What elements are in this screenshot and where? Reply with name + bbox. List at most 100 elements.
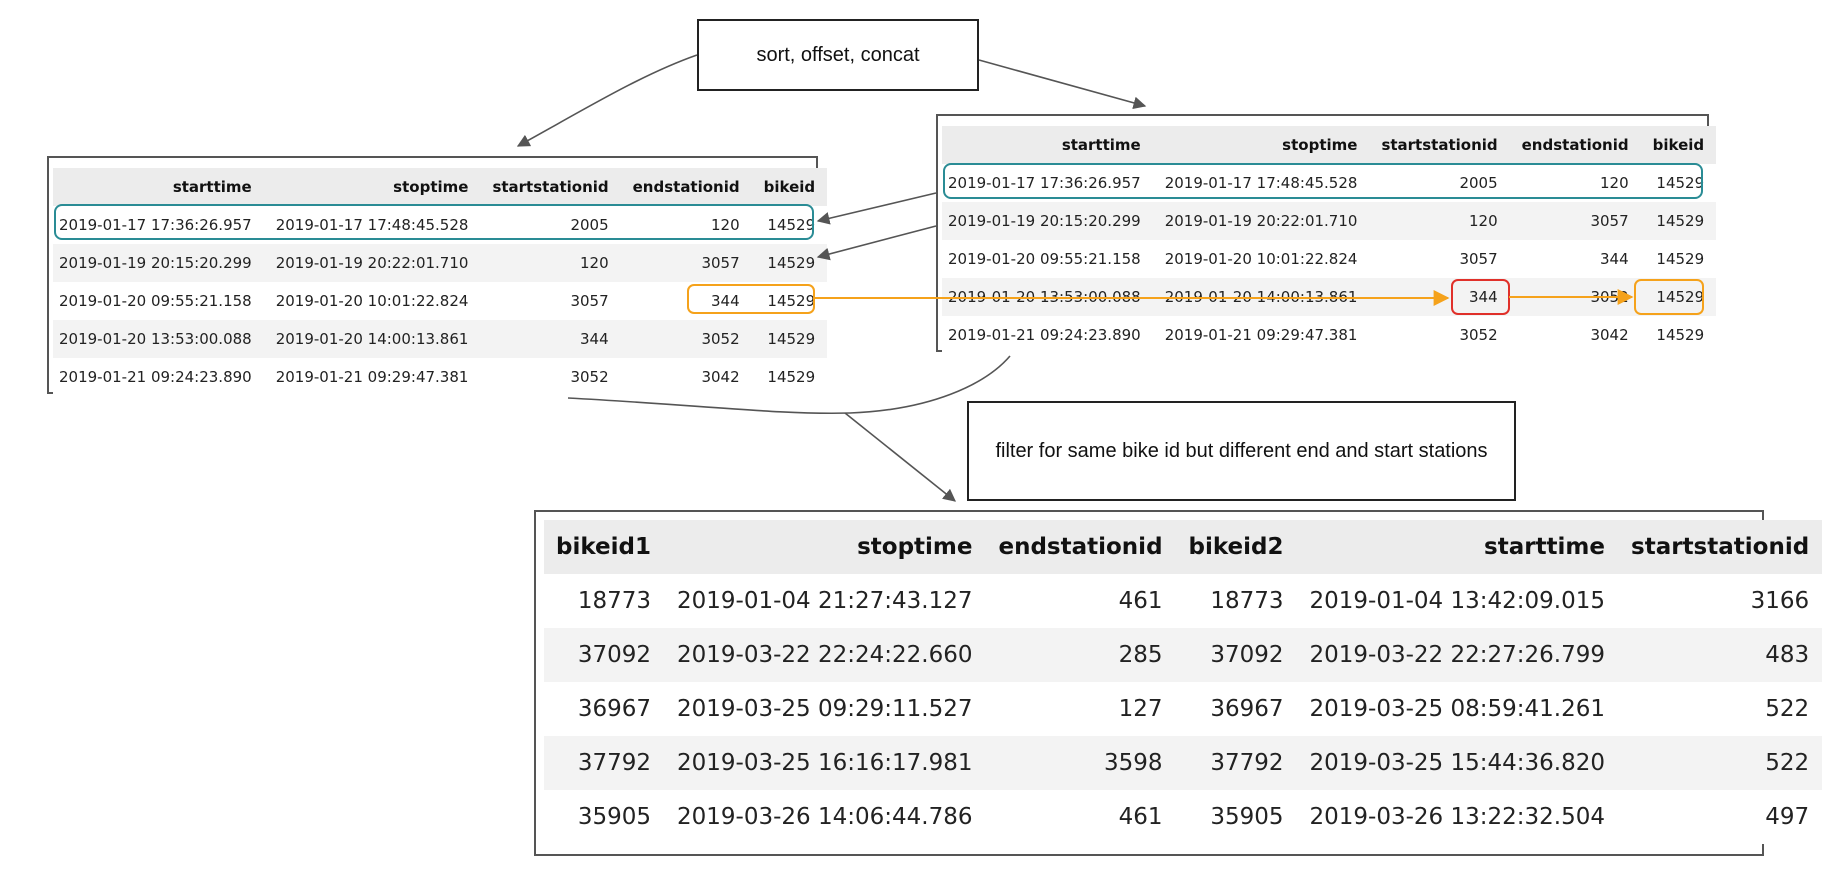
table-cell: 2019-01-19 20:22:01.710 — [275, 254, 469, 272]
table-cell: 2019-03-25 16:16:17.981 — [676, 750, 973, 776]
table-cell: 2019-01-20 13:53:00.088 — [948, 288, 1141, 306]
table-cell: 2019-01-21 09:29:47.381 — [1164, 326, 1358, 344]
table-cell: 344 — [1599, 250, 1629, 268]
column-header: bikeid1 — [556, 534, 651, 560]
table-cell: 3052 — [570, 368, 609, 386]
table-cell: 2019-01-19 20:15:20.299 — [59, 254, 252, 272]
table-cell: 497 — [1765, 804, 1810, 830]
column-header: bikeid — [763, 178, 816, 196]
arrow-concat-to-result — [844, 412, 956, 502]
table-cell: 2019-01-04 13:42:09.015 — [1309, 588, 1606, 614]
table-cell: 36967 — [1210, 696, 1284, 722]
table-cell: 285 — [1118, 642, 1163, 668]
table-cell: 2019-01-17 17:36:26.957 — [59, 216, 252, 234]
table-cell: 3042 — [1590, 326, 1629, 344]
table-cell: 2019-03-26 14:06:44.786 — [676, 804, 973, 830]
table-cell: 18773 — [1210, 588, 1284, 614]
table-row: 2019-01-19 20:15:20.299 2019-01-19 20:22… — [53, 244, 828, 282]
table-cell: 2019-01-17 17:48:45.528 — [275, 216, 469, 234]
table-cell: 2019-01-20 10:01:22.824 — [275, 292, 469, 310]
table-cell: 14529 — [1656, 288, 1705, 306]
column-header: stoptime — [857, 534, 973, 560]
table-cell: 18773 — [577, 588, 651, 614]
table-row: 18773 2019-01-04 21:27:43.127 461 18773 … — [544, 574, 1822, 628]
table-cell: 127 — [1118, 696, 1163, 722]
table-cell: 14529 — [767, 254, 816, 272]
table-header-row: bikeid1 stoptime endstationid bikeid2 st… — [544, 520, 1822, 574]
right-table: starttime stoptime startstationid endsta… — [942, 126, 1717, 354]
table-cell: 120 — [1468, 212, 1498, 230]
table-cell: 483 — [1765, 642, 1810, 668]
table-cell: 2019-03-25 15:44:36.820 — [1309, 750, 1606, 776]
table-cell: 2019-01-20 09:55:21.158 — [59, 292, 252, 310]
column-header: bikeid — [1652, 136, 1705, 154]
table-cell: 3057 — [701, 254, 740, 272]
table-cell: 3057 — [1590, 212, 1629, 230]
caption-filter: filter for same bike id but different en… — [967, 401, 1516, 501]
table-cell: 2019-01-17 17:36:26.957 — [948, 174, 1141, 192]
column-header: starttime — [172, 178, 252, 196]
table-row: 2019-01-20 09:55:21.158 2019-01-20 10:01… — [942, 240, 1717, 278]
left-table: starttime stoptime startstationid endsta… — [53, 168, 828, 396]
table-cell: 461 — [1118, 588, 1163, 614]
table-cell: 2019-01-21 09:24:23.890 — [948, 326, 1141, 344]
column-header: stoptime — [1282, 136, 1358, 154]
table-row: 2019-01-17 17:36:26.957 2019-01-17 17:48… — [53, 206, 828, 244]
table-row: 37792 2019-03-25 16:16:17.981 3598 37792… — [544, 736, 1822, 790]
table-cell: 2019-01-20 09:55:21.158 — [948, 250, 1141, 268]
table-cell: 2019-01-19 20:15:20.299 — [948, 212, 1141, 230]
table-cell: 14529 — [1656, 174, 1705, 192]
table-row: 2019-01-17 17:36:26.957 2019-01-17 17:48… — [942, 164, 1717, 202]
arrow-right-row1-to-left-row1 — [816, 192, 937, 225]
arrow-right-row2-to-left-row2 — [816, 225, 937, 261]
table-cell: 3057 — [1459, 250, 1498, 268]
table-cell: 2019-01-19 20:22:01.710 — [1164, 212, 1358, 230]
caption-top-text: sort, offset, concat — [756, 43, 920, 66]
table-row: 2019-01-20 13:53:00.088 2019-01-20 14:00… — [942, 278, 1717, 316]
table-cell: 522 — [1765, 750, 1810, 776]
table-cell: 344 — [710, 292, 740, 310]
table-cell: 2019-01-20 13:53:00.088 — [59, 330, 252, 348]
table-header-row: starttime stoptime startstationid endsta… — [53, 168, 828, 206]
table-cell: 2019-01-17 17:48:45.528 — [1164, 174, 1358, 192]
left-dataframe: starttime stoptime startstationid endsta… — [47, 156, 828, 396]
table-row: 36967 2019-03-25 09:29:11.527 127 36967 … — [544, 682, 1822, 736]
table-row: 2019-01-21 09:24:23.890 2019-01-21 09:29… — [53, 358, 828, 396]
table-cell: 2019-03-25 09:29:11.527 — [676, 696, 973, 722]
table-cell: 344 — [579, 330, 609, 348]
column-header: startstationid — [1631, 534, 1810, 560]
table-cell: 120 — [710, 216, 740, 234]
table-cell: 3057 — [570, 292, 609, 310]
table-cell: 3052 — [701, 330, 740, 348]
right-dataframe: starttime stoptime startstationid endsta… — [936, 114, 1717, 354]
table-cell: 37092 — [577, 642, 651, 668]
table-header-row: starttime stoptime startstationid endsta… — [942, 126, 1717, 164]
table-cell: 522 — [1765, 696, 1810, 722]
table-cell: 3598 — [1103, 750, 1163, 776]
table-cell: 2005 — [570, 216, 609, 234]
result-table: bikeid1 stoptime endstationid bikeid2 st… — [544, 520, 1822, 844]
table-cell: 14529 — [1656, 250, 1705, 268]
table-cell: 37792 — [577, 750, 651, 776]
table-cell: 344 — [1468, 288, 1498, 306]
caption-sort-offset-concat: sort, offset, concat — [697, 19, 979, 91]
table-cell: 3052 — [1590, 288, 1629, 306]
column-header: endstationid — [632, 178, 740, 196]
table-cell: 120 — [1599, 174, 1629, 192]
table-cell: 14529 — [767, 292, 816, 310]
table-cell: 2019-03-26 13:22:32.504 — [1309, 804, 1606, 830]
column-header: starttime — [1484, 534, 1606, 560]
table-row: 2019-01-20 09:55:21.158 2019-01-20 10:01… — [53, 282, 828, 320]
table-cell: 35905 — [577, 804, 651, 830]
table-cell: 3042 — [701, 368, 740, 386]
column-header: startstationid — [492, 178, 609, 196]
table-cell: 3052 — [1459, 326, 1498, 344]
table-cell: 2019-03-25 08:59:41.261 — [1309, 696, 1606, 722]
table-cell: 14529 — [767, 330, 816, 348]
table-cell: 2005 — [1459, 174, 1498, 192]
table-row: 37092 2019-03-22 22:24:22.660 285 37092 … — [544, 628, 1822, 682]
table-row: 35905 2019-03-26 14:06:44.786 461 35905 … — [544, 790, 1822, 844]
arrow-caption-to-left-table — [516, 54, 698, 147]
table-cell: 14529 — [1656, 326, 1705, 344]
column-header: startstationid — [1381, 136, 1498, 154]
